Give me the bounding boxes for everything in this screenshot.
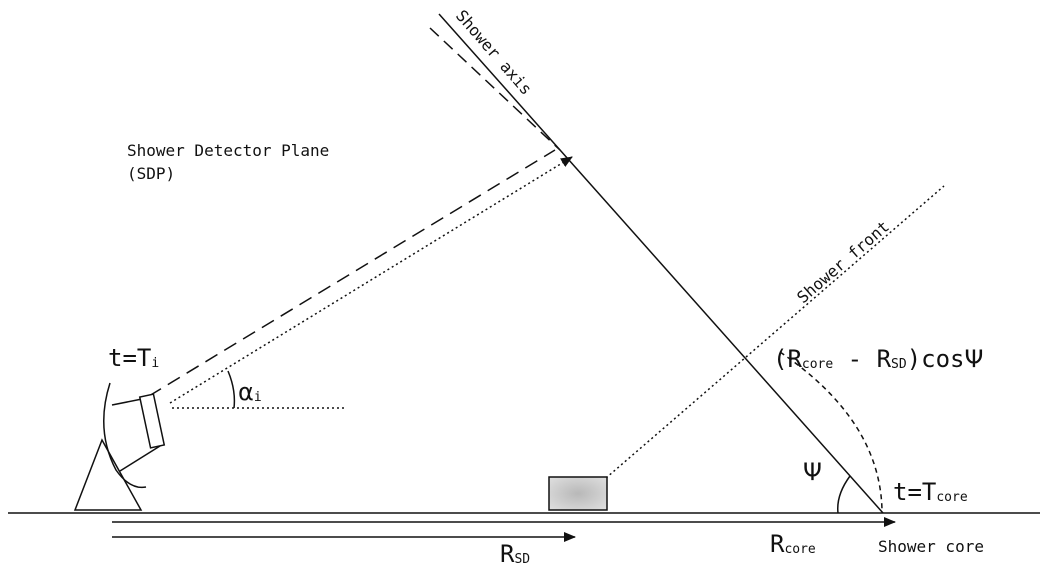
shower-axis-line bbox=[438, 13, 884, 514]
t-ti-label: t=Ti bbox=[108, 344, 159, 372]
r-core-label: Rcore bbox=[770, 530, 816, 558]
r-sd-label: RSD bbox=[500, 540, 530, 568]
shower-axis-dashed-line bbox=[429, 27, 561, 151]
shower-axis-label: Shower axis bbox=[452, 6, 536, 98]
viewing-dashed-line bbox=[148, 149, 556, 397]
shower-front-line bbox=[605, 185, 945, 479]
t-tcore-label: t=Tcore bbox=[893, 478, 968, 506]
psi-angle-arc bbox=[837, 475, 851, 514]
shower-front-label: Shower front bbox=[793, 217, 893, 307]
alpha-angle-arc bbox=[227, 370, 236, 409]
surface-detector bbox=[548, 476, 608, 511]
telescope-icon bbox=[73, 382, 166, 511]
viewing-dotted-arrow bbox=[169, 156, 573, 404]
projection-formula-label: (Rcore - RSD)cosΨ bbox=[773, 345, 983, 373]
shower-core-label: Shower core bbox=[878, 537, 984, 556]
psi-label: Ψ bbox=[803, 458, 822, 486]
projection-dashed-arc bbox=[779, 351, 883, 511]
sdp-label-line2: (SDP) bbox=[127, 164, 175, 183]
alpha-i-label: αi bbox=[238, 378, 262, 406]
sdp-label-line1: Shower Detector Plane bbox=[127, 141, 329, 160]
